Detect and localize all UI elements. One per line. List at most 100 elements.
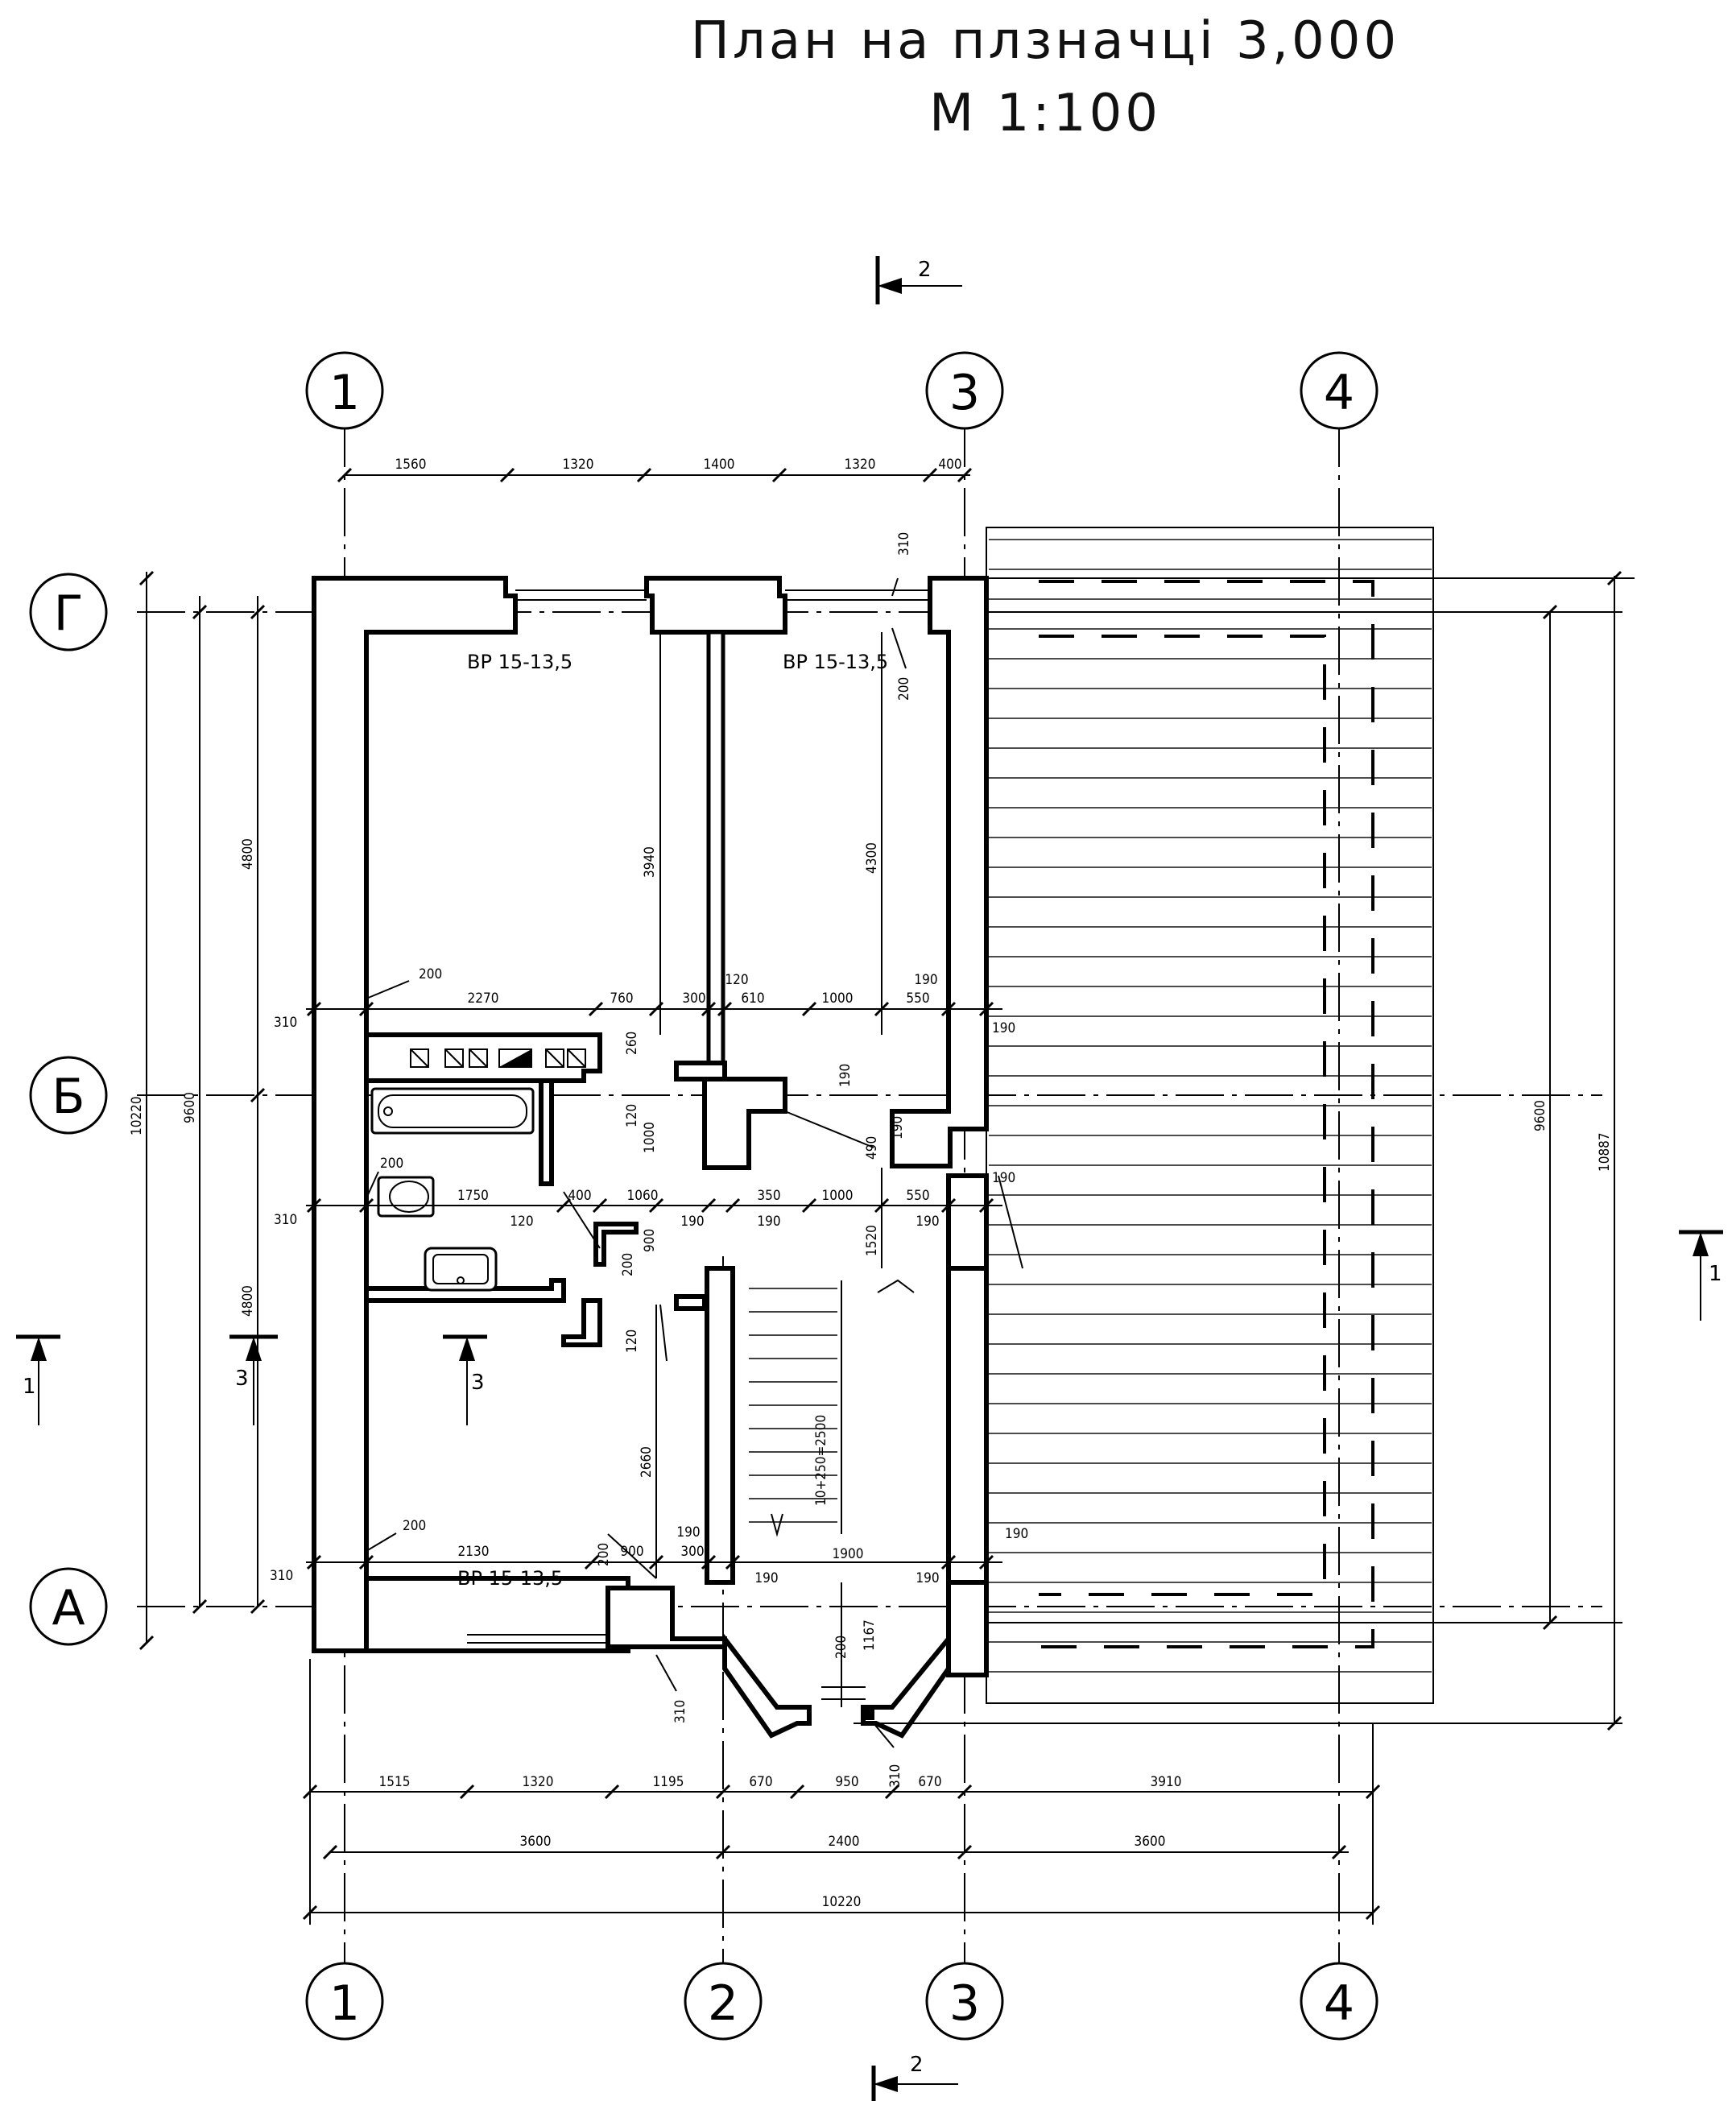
- toilet: [377, 1176, 435, 1218]
- dimension-tick: [499, 467, 515, 483]
- dimension-tick: [940, 1001, 957, 1017]
- dim-120-row1: 120: [725, 972, 748, 988]
- section-3-left: 3: [229, 1334, 278, 1425]
- dim-190-v2: 190: [890, 1116, 906, 1139]
- svg-text:2: 2: [910, 2053, 924, 2077]
- room-labels: ВР 15-13,5 ВР 15-13,5 ВР 15-13,5: [457, 651, 888, 1590]
- dim-310-bay: 310: [887, 1764, 903, 1788]
- interior-partitions: [364, 630, 787, 1347]
- dimension-tick: [701, 1554, 717, 1570]
- axis-bubble-2-bottom: 2: [684, 1962, 763, 2041]
- leader-lines: [366, 577, 1023, 1748]
- wall-west: [312, 576, 518, 1653]
- wall-stair-left: [705, 1266, 735, 1585]
- dim-900: 900: [620, 1544, 643, 1560]
- dim-190-row2c: 190: [916, 1214, 939, 1230]
- dimension-tick: [322, 1844, 338, 1860]
- dimension-tick: [358, 1554, 374, 1570]
- dim-190-row1a: 190: [914, 972, 937, 988]
- dimension-tick: [648, 1554, 664, 1570]
- dim-bot1-6: 670: [918, 1774, 941, 1790]
- dim-bot1-3: 1195: [653, 1774, 684, 1790]
- dimension-tick: [306, 1197, 322, 1214]
- dim-190-row1b: 190: [992, 1020, 1015, 1036]
- svg-text:1: 1: [329, 1975, 360, 2032]
- svg-text:3: 3: [235, 1367, 249, 1391]
- stair-arrow-up: [877, 1279, 915, 1293]
- svg-text:3: 3: [949, 365, 980, 421]
- section-3-inner: 3: [443, 1334, 487, 1425]
- axis-bubble-1-bottom: 1: [305, 1962, 384, 2041]
- dim-190-row2b: 190: [757, 1214, 780, 1230]
- dim-2270: 2270: [468, 991, 499, 1007]
- axis-bubble-3-bottom: 3: [925, 1962, 1004, 2041]
- axis-bubble-G: Г: [29, 573, 108, 651]
- axis-bubble-4-bottom: 4: [1300, 1962, 1378, 2041]
- svg-text:3: 3: [949, 1975, 980, 2032]
- dim-760: 760: [610, 991, 633, 1007]
- dimension-tick: [957, 1784, 973, 1800]
- dimension-tick: [715, 1784, 731, 1800]
- roof-outline: [986, 527, 1434, 1704]
- dim-1520: 1520: [864, 1225, 880, 1256]
- svg-text:2: 2: [708, 1975, 738, 2032]
- dimension-texts: 1560 1320 1400 1320 400 1515 1320 1195 6…: [129, 457, 1613, 1910]
- dim-bot1-1: 1515: [379, 1774, 411, 1790]
- dimension-tick: [789, 1784, 805, 1800]
- dim-4300: 4300: [864, 842, 880, 874]
- dimension-tick: [884, 1784, 900, 1800]
- dim-top-5: 400: [938, 457, 961, 473]
- dimension-tick: [337, 467, 353, 483]
- dim-200-row3: 200: [403, 1518, 426, 1534]
- dimension-tick: [306, 1001, 322, 1017]
- exterior-walls: [312, 576, 989, 1739]
- dimension-ticks: [138, 467, 1622, 1921]
- partition-wc-stub: [561, 1298, 602, 1347]
- partition-door-stub: [593, 1222, 639, 1267]
- dimension-tick: [459, 1784, 475, 1800]
- dimension-tick: [874, 1001, 890, 1017]
- dimension-tick: [648, 1197, 664, 1214]
- dim-550-row2: 550: [906, 1188, 929, 1204]
- dimension-tick: [302, 1784, 318, 1800]
- partition-stub-2: [674, 1294, 707, 1311]
- dimension-tick: [358, 1197, 374, 1214]
- svg-text:Г: Г: [54, 585, 84, 642]
- section-2-bottom: 2: [871, 2053, 958, 2101]
- sanitary-fixtures: [370, 1087, 535, 1292]
- partition-bath-east: [539, 1078, 554, 1186]
- dimension-tick: [588, 1001, 604, 1017]
- stair-label: 10+250=2500: [813, 1415, 829, 1506]
- dim-1000v: 1000: [642, 1122, 658, 1153]
- dimension-tick: [717, 1001, 733, 1017]
- dimension-tick: [358, 1001, 374, 1017]
- dim-310-row3: 310: [270, 1568, 293, 1584]
- dim-left-4800-2: 4800: [240, 1285, 256, 1317]
- section-1-right: 1: [1679, 1230, 1723, 1321]
- dimension-tick: [978, 1001, 994, 1017]
- dim-200c: 200: [833, 1636, 849, 1659]
- room-label-3: ВР 15-13,5: [457, 1567, 563, 1590]
- axis-bubble-B: Б: [29, 1056, 108, 1135]
- section-markers: 2 2 1 1 3 3: [16, 256, 1723, 2101]
- dim-310-row2: 310: [274, 1212, 297, 1228]
- dim-1900: 1900: [833, 1546, 864, 1562]
- dim-400: 400: [568, 1188, 591, 1204]
- dimension-tick: [250, 1087, 266, 1103]
- dimension-tick: [701, 1001, 717, 1017]
- stair-treads: [749, 1288, 837, 1523]
- dim-3940: 3940: [642, 846, 658, 878]
- dimension-tick: [192, 604, 208, 620]
- dim-190-row2d: 190: [992, 1170, 1015, 1186]
- wall-bay-right: [861, 1632, 951, 1739]
- dimension-tick: [771, 467, 787, 483]
- dimension-tick: [940, 1554, 957, 1570]
- dim-190-v1: 190: [837, 1064, 854, 1087]
- axis-bubble-3-top: 3: [925, 351, 1004, 430]
- dim-310-bottom: 310: [672, 1700, 688, 1723]
- dim-190-row2a: 190: [680, 1214, 704, 1230]
- dim-300b: 300: [680, 1544, 704, 1560]
- roof-inner-dashed-contour: [1039, 635, 1326, 1596]
- wall-south-west: [364, 1576, 630, 1653]
